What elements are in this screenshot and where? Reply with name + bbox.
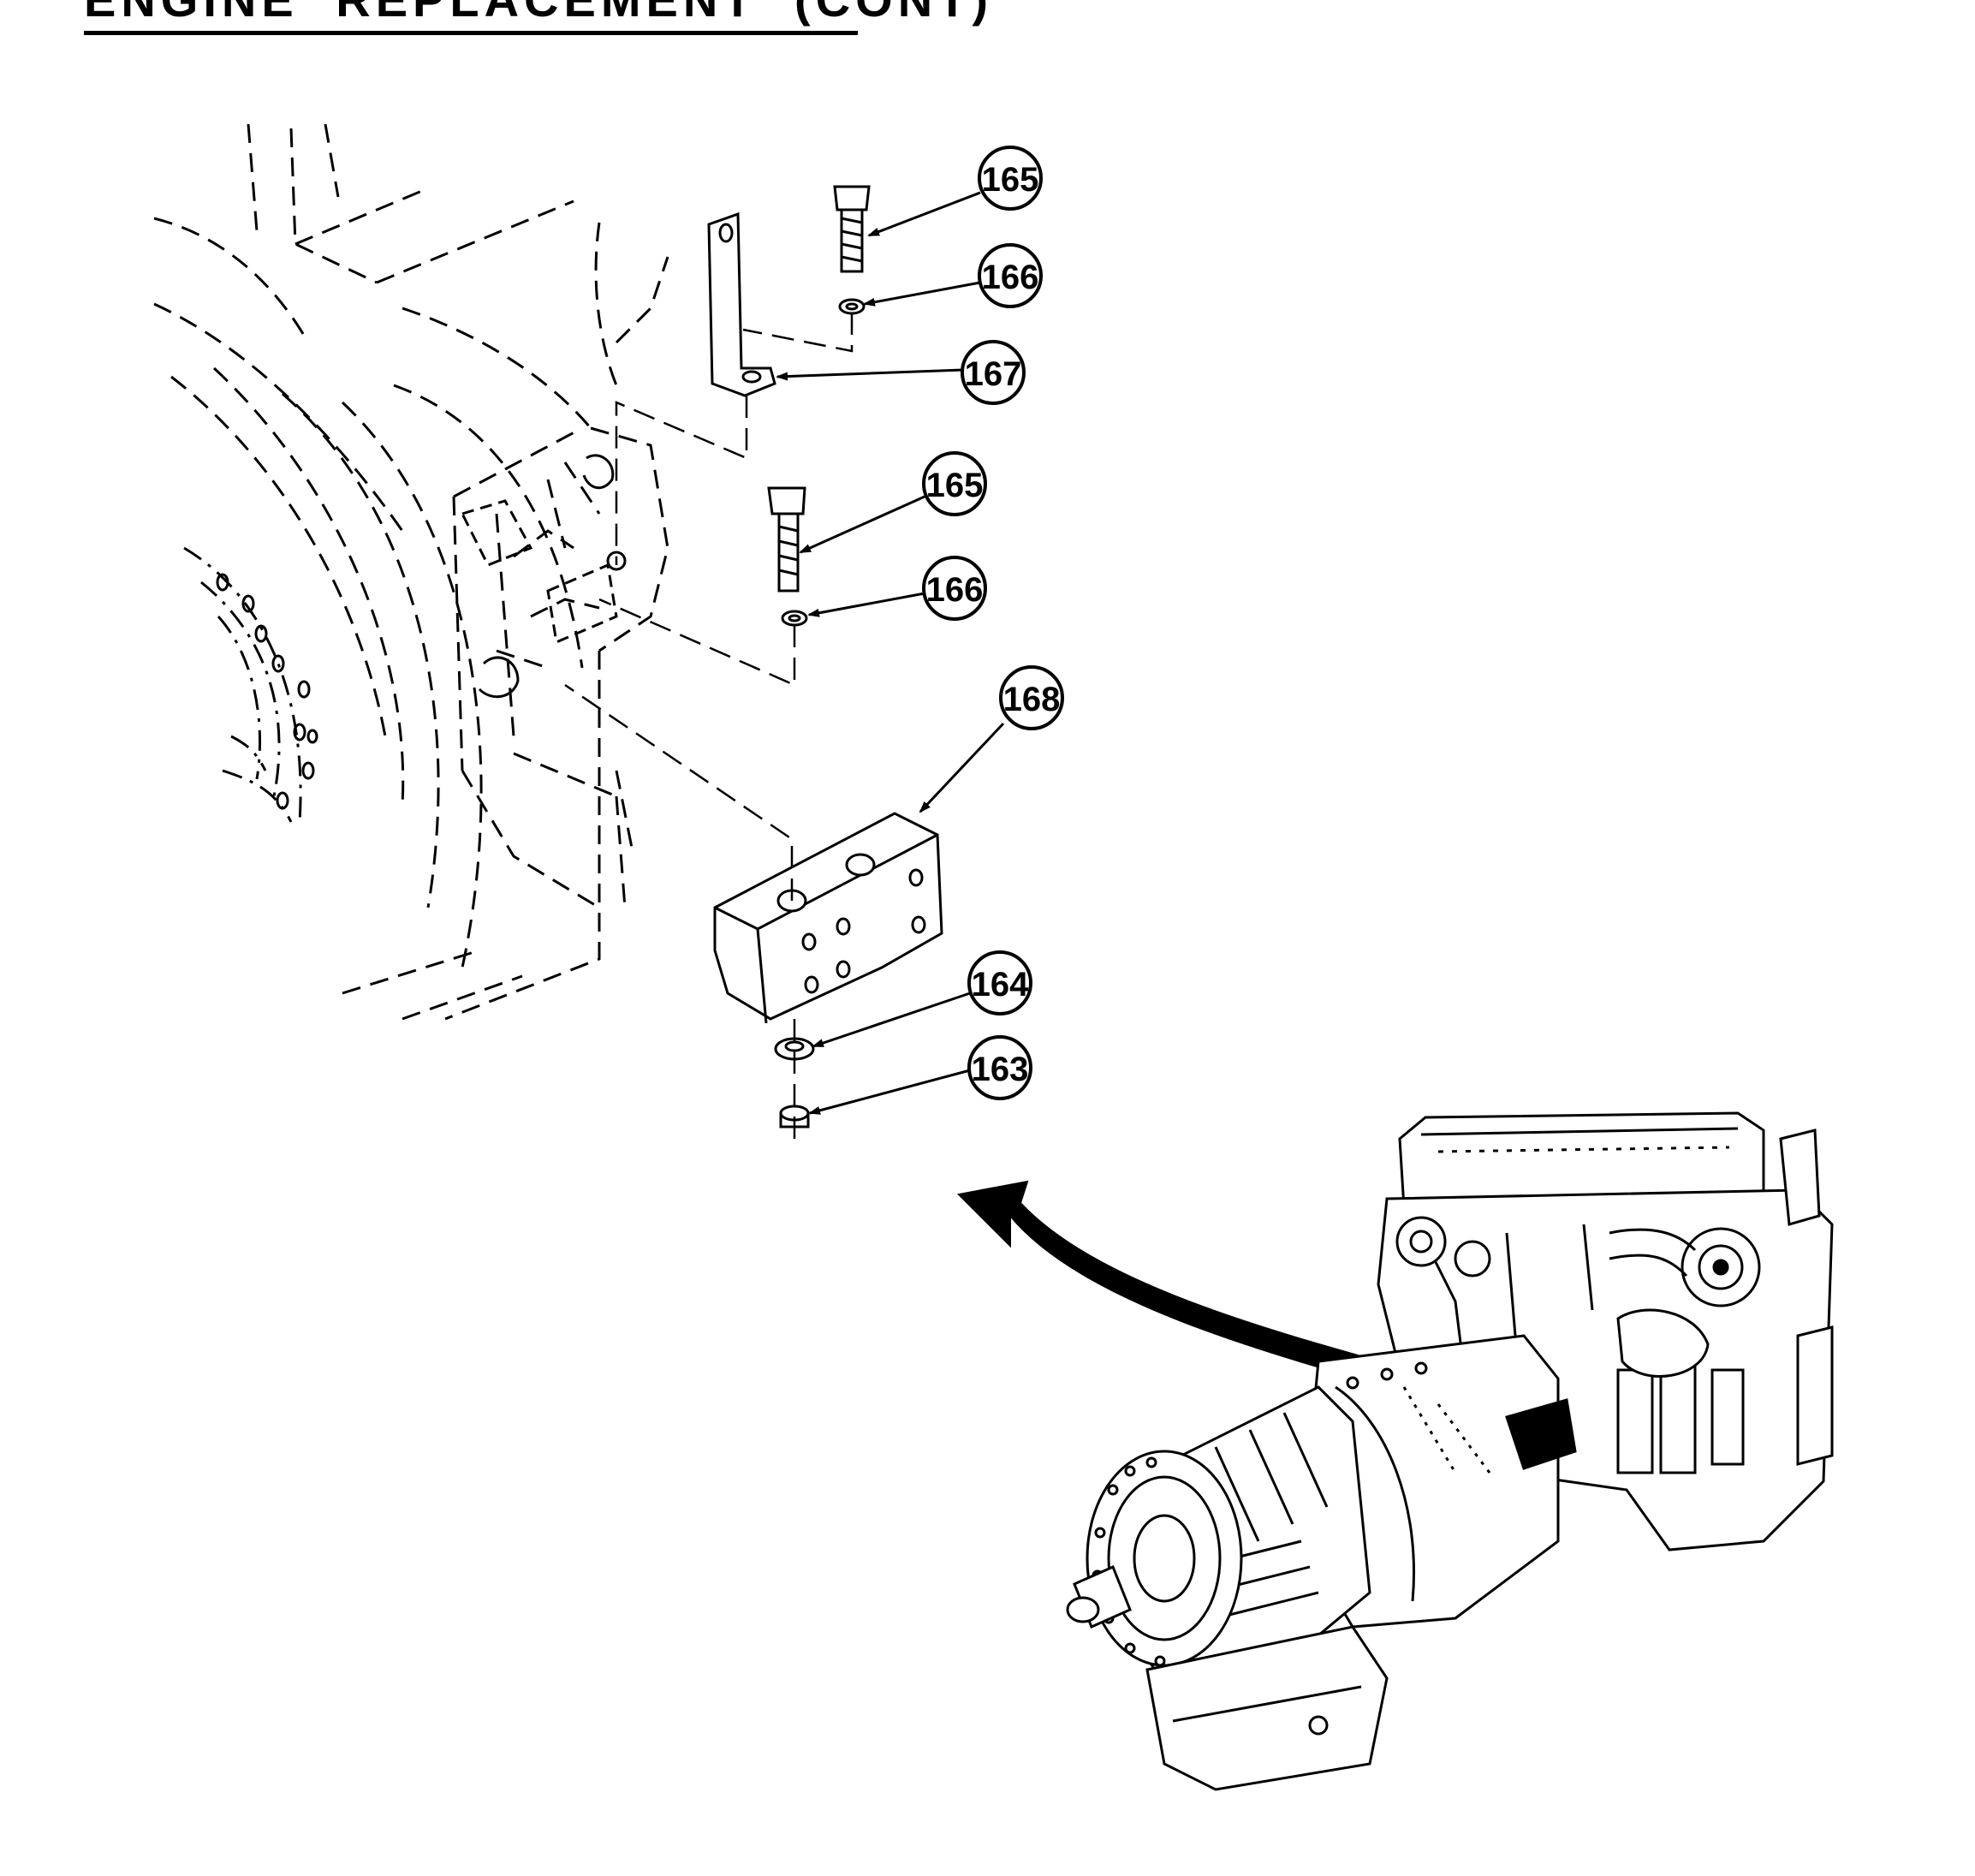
callout-bubble-6: 168 (999, 665, 1064, 730)
callout-bubble-4: 165 (922, 451, 987, 516)
assembly-leader-lines (564, 313, 854, 1147)
mount-block-168 (713, 812, 943, 1024)
engine-transmission-overview (1066, 1111, 1834, 1791)
callout-bubble-7: 164 (967, 950, 1032, 1015)
flywheel-phantom-arcs (183, 546, 302, 823)
engine-mount-boss (460, 454, 627, 699)
svg-text:167: 167 (965, 355, 1022, 393)
callout-bubble-8: 163 (967, 1035, 1032, 1100)
bolt-165-lower (767, 486, 806, 593)
svg-text:163: 163 (972, 1051, 1029, 1088)
washer-166-lower (781, 610, 808, 627)
page-title: ENGINE REPLACEMENT (CONT) (84, 0, 993, 24)
callout-leaders (776, 191, 1005, 1115)
svg-text:165: 165 (982, 161, 1039, 199)
svg-text:166: 166 (982, 259, 1039, 296)
svg-text:165: 165 (926, 467, 984, 504)
callout-bubble-3: 167 (961, 340, 1026, 405)
flywheel-bolt-holes (216, 573, 318, 810)
title-underline (84, 31, 858, 35)
svg-text:168: 168 (1003, 681, 1061, 718)
bolt-165-upper (833, 185, 871, 273)
svg-text:166: 166 (926, 571, 984, 609)
callout-bubble-1: 165 (978, 146, 1043, 211)
washer-166-upper (838, 298, 866, 315)
callout-bubble-5: 166 (922, 556, 987, 621)
callout-bubble-2: 166 (978, 243, 1043, 308)
svg-text:164: 164 (972, 966, 1029, 1004)
bracket-167 (707, 211, 776, 397)
engine-block-phantom-outline (153, 123, 669, 1021)
